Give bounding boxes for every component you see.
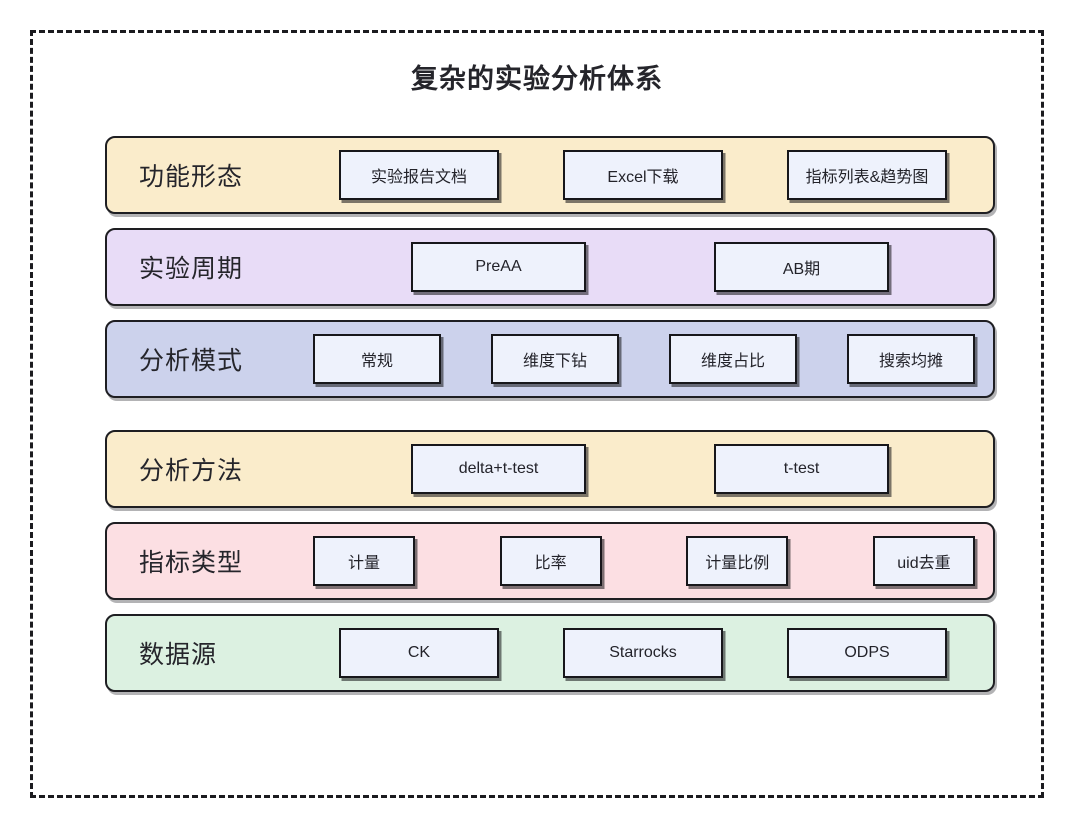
layer-row-function-form: 功能形态 实验报告文档 Excel下载 指标列表&趋势图 bbox=[105, 136, 995, 214]
layer-items-analysis-mode: 常规 维度下钻 维度占比 搜索均摊 bbox=[307, 322, 993, 396]
layer-row-analysis-mode: 分析模式 常规 维度下钻 维度占比 搜索均摊 bbox=[105, 320, 995, 398]
page-title: 复杂的实验分析体系 bbox=[411, 64, 663, 94]
chip-experiment-report-doc[interactable]: 实验报告文档 bbox=[339, 150, 499, 200]
chip-uid-dedup-metric[interactable]: uid去重 bbox=[872, 536, 975, 586]
chip-datasource-ck[interactable]: CK bbox=[339, 628, 499, 678]
layer-label-data-source: 数据源 bbox=[139, 641, 218, 669]
chip-ratio-metric[interactable]: 比率 bbox=[499, 536, 602, 586]
chip-preaa[interactable]: PreAA bbox=[411, 242, 586, 292]
chip-count-metric[interactable]: 计量 bbox=[313, 536, 415, 586]
layer-items-data-source: CK Starrocks ODPS bbox=[307, 616, 993, 690]
layer-label-analysis-method: 分析方法 bbox=[139, 457, 244, 485]
chip-ab-period[interactable]: AB期 bbox=[714, 242, 889, 292]
layer-items-experiment-cycle: PreAA AB期 bbox=[307, 230, 993, 304]
diagram-canvas: 复杂的实验分析体系 功能形态 实验报告文档 Excel下载 指标列表&趋势图 实… bbox=[30, 30, 1044, 798]
chip-dimension-share[interactable]: 维度占比 bbox=[669, 334, 797, 384]
chip-datasource-odps[interactable]: ODPS bbox=[787, 628, 947, 678]
layer-row-metric-type: 指标类型 计量 比率 计量比例 uid去重 bbox=[105, 522, 995, 600]
layer-label-function-form: 功能形态 bbox=[139, 163, 244, 191]
layer-row-data-source: 数据源 CK Starrocks ODPS bbox=[105, 614, 995, 692]
layer-label-metric-type: 指标类型 bbox=[139, 549, 244, 577]
layer-row-experiment-cycle: 实验周期 PreAA AB期 bbox=[105, 228, 995, 306]
layer-items-analysis-method: delta+t-test t-test bbox=[307, 432, 993, 506]
chip-t-test[interactable]: t-test bbox=[714, 444, 889, 494]
layer-stack: 功能形态 实验报告文档 Excel下载 指标列表&趋势图 实验周期 PreAA … bbox=[105, 136, 995, 692]
layer-label-analysis-mode: 分析模式 bbox=[139, 347, 244, 375]
chip-metric-list-trend-chart[interactable]: 指标列表&趋势图 bbox=[787, 150, 947, 200]
chip-count-ratio-metric[interactable]: 计量比例 bbox=[686, 536, 789, 586]
layer-label-experiment-cycle: 实验周期 bbox=[139, 255, 244, 283]
layer-row-analysis-method: 分析方法 delta+t-test t-test bbox=[105, 430, 995, 508]
chip-search-allocation[interactable]: 搜索均摊 bbox=[847, 334, 975, 384]
chip-regular[interactable]: 常规 bbox=[313, 334, 441, 384]
chip-excel-download[interactable]: Excel下载 bbox=[563, 150, 723, 200]
chip-delta-t-test[interactable]: delta+t-test bbox=[411, 444, 586, 494]
chip-dimension-drilldown[interactable]: 维度下钻 bbox=[491, 334, 619, 384]
layer-items-metric-type: 计量 比率 计量比例 uid去重 bbox=[307, 524, 993, 598]
layer-items-function-form: 实验报告文档 Excel下载 指标列表&趋势图 bbox=[307, 138, 993, 212]
chip-datasource-starrocks[interactable]: Starrocks bbox=[563, 628, 723, 678]
